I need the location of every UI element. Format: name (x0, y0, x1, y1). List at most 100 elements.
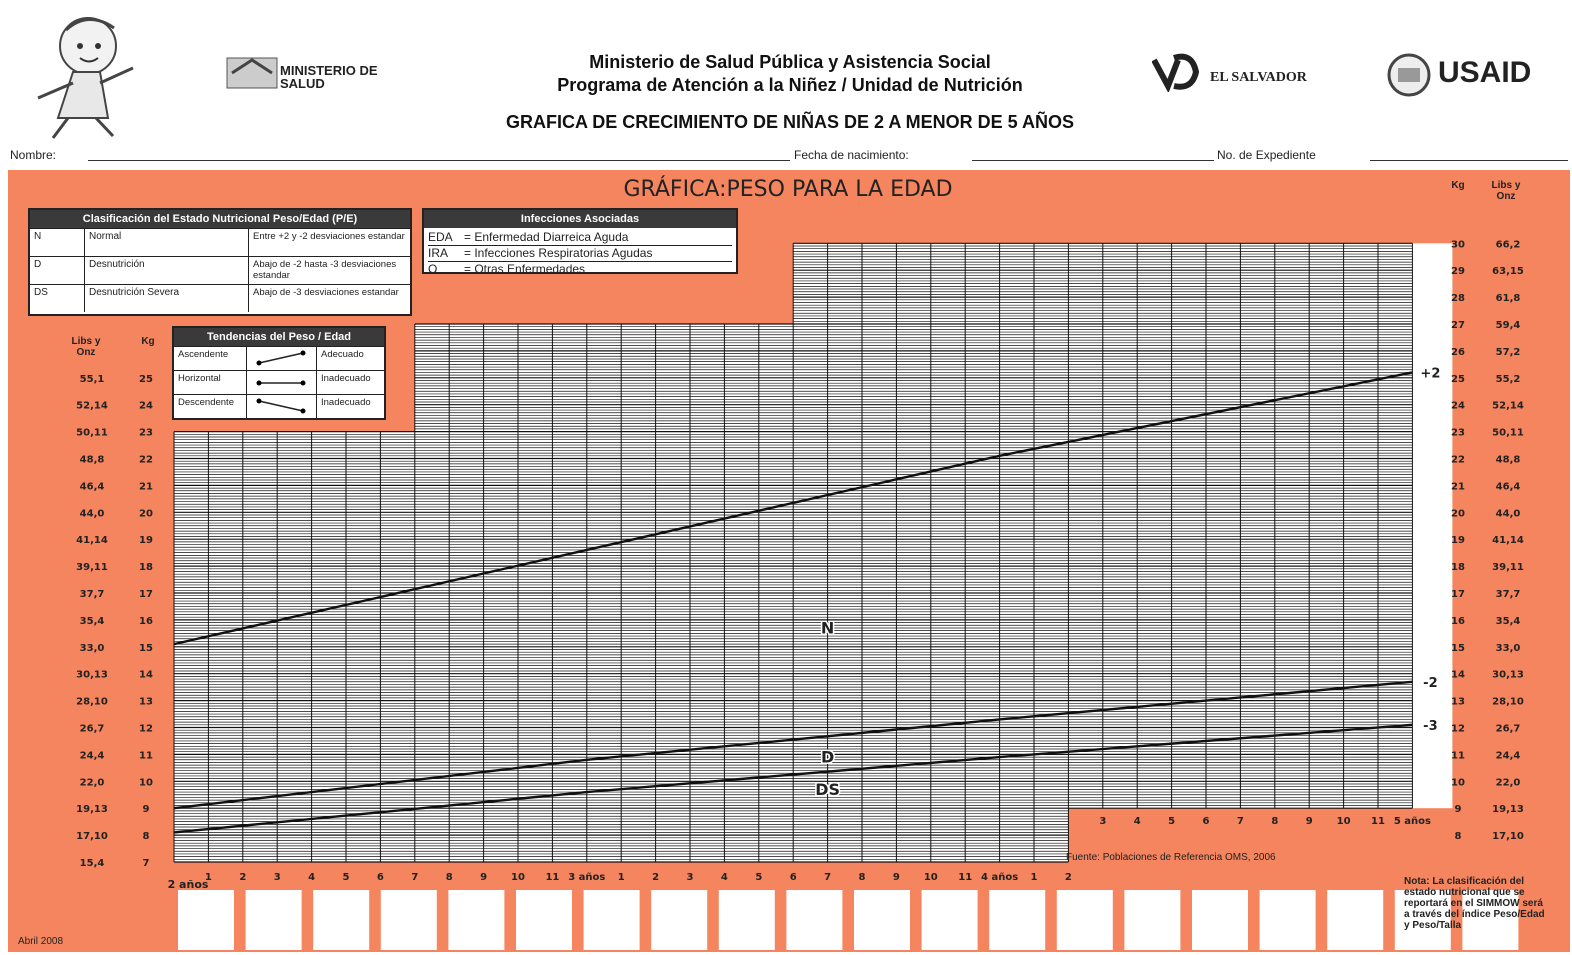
y-right-lb-label: 24,4 (1496, 750, 1521, 761)
classification-code: D (34, 259, 42, 270)
classification-heading: Clasificación del Estado Nutricional Pes… (30, 210, 410, 228)
x-tick-label-upper: 7 (1237, 816, 1244, 827)
trend-horizontal-icon (246, 371, 316, 394)
x-tick-label: 5 (755, 872, 762, 883)
ministerio-logo: MINISTERIO DE SALUD (222, 48, 392, 102)
infection-code: IRA (428, 246, 449, 260)
month-record-box (786, 890, 843, 950)
x-tick-label-upper: 3 (1099, 816, 1106, 827)
trends-heading: Tendencias del Peso / Edad (174, 328, 384, 346)
y-right-kg-label: 30 (1451, 239, 1465, 250)
infection-row: IRA = Infecciones Respiratorias Agudas (428, 245, 732, 261)
y-right-kg-label: 27 (1451, 320, 1465, 331)
y-left-lb-label: 39,11 (76, 562, 108, 573)
y-right-lb-label: 33,0 (1496, 643, 1521, 654)
y-right-kg-label: 11 (1451, 750, 1465, 761)
classification-code: DS (34, 287, 48, 298)
classification-name: Desnutrición (84, 257, 248, 284)
classification-name: Normal (84, 229, 248, 256)
x-start-label: 2 años (168, 878, 209, 891)
series-line (173, 371, 1413, 646)
zone-label: DS (815, 780, 840, 799)
x-tick-label-upper: 10 (1337, 816, 1351, 827)
x-tick-label: 4 (308, 872, 315, 883)
x-tick-label: 1 (1031, 872, 1038, 883)
y-left-lb-label: 15,4 (80, 858, 105, 869)
y-right-kg-label: 22 (1451, 455, 1465, 466)
expediente-label: No. de Expediente (1217, 148, 1316, 162)
trend-descending-icon (246, 395, 316, 418)
month-record-box (245, 890, 302, 950)
month-record-box (1327, 890, 1384, 950)
x-tick-label: 4 años (981, 872, 1018, 883)
month-record-box (989, 890, 1046, 950)
y-right-lb-label: 30,13 (1492, 670, 1524, 681)
x-tick-label: 9 (893, 872, 900, 883)
y-right-kg-label: 10 (1451, 777, 1465, 788)
child-mascot-icon (37, 17, 134, 139)
month-record-box (718, 890, 775, 950)
infection-desc: = Otras Enfermedades (464, 262, 586, 276)
y-right-kg-label: 9 (1455, 804, 1462, 815)
ministerio-emblem-icon (226, 57, 278, 89)
trend-name: Ascendente (178, 349, 229, 360)
y-right-kg-label: 8 (1455, 831, 1462, 842)
y-right-lb-label: 55,2 (1496, 374, 1521, 385)
nutrition-note: Nota: La clasificación del estado nutric… (1404, 876, 1545, 931)
month-record-box (313, 890, 370, 950)
x-tick-label-upper: 6 (1203, 816, 1210, 827)
fecha-field[interactable] (972, 160, 1214, 161)
expediente-field[interactable] (1370, 160, 1568, 161)
month-record-box (1259, 890, 1316, 950)
y-left-lb-label: 48,8 (80, 455, 105, 466)
y-right-kg-label: 20 (1451, 508, 1465, 519)
zone-label: N (821, 618, 834, 637)
y-right-lb-label: 50,11 (1492, 428, 1524, 439)
classification-row: D Desnutrición Abajo de -2 hasta -3 desv… (30, 256, 410, 284)
y-left-kg-label: 9 (143, 804, 150, 815)
y-left-kg-label: 19 (139, 535, 153, 546)
grid-right-strip (1412, 243, 1453, 809)
x-tick-label: 6 (790, 872, 797, 883)
y-left-kg-label: 11 (139, 750, 153, 761)
nombre-field[interactable] (88, 160, 790, 161)
y-left-kg-label: 8 (143, 831, 150, 842)
y-left-kg-label: 10 (139, 777, 153, 788)
x-tick-label: 3 años (568, 872, 605, 883)
month-record-box (1394, 890, 1451, 950)
x-tick-label-upper: 4 (1134, 816, 1141, 827)
month-record-box (854, 890, 910, 950)
y-left-lb-label: 28,10 (76, 697, 108, 708)
x-tick-label-upper: 5 (1168, 816, 1175, 827)
y-left-lb-label: 17,10 (76, 831, 108, 842)
patient-fields: Nombre: Fecha de nacimiento: No. de Expe… (10, 146, 1568, 166)
y-right-kg-label: 29 (1451, 266, 1465, 277)
series-line (173, 723, 1413, 834)
y-left-lb-label: 41,14 (76, 535, 108, 546)
y-right-lb-label: 26,7 (1496, 724, 1521, 735)
usaid-seal-icon (1387, 53, 1431, 97)
classification-name: Desnutrición Severa (84, 285, 248, 312)
y-right-kg-label: 24 (1451, 401, 1465, 412)
x-tick-label: 10 (924, 872, 938, 883)
y-right-lb-label: 52,14 (1492, 401, 1524, 412)
trend-name: Horizontal (178, 373, 221, 384)
y-left-kg-label: 7 (143, 858, 150, 869)
infections-heading: Infecciones Asociadas (424, 210, 736, 228)
trend-name: Descendente (178, 397, 234, 408)
child-mascot-logo (18, 8, 148, 143)
month-record-box (583, 890, 640, 950)
right-unit-kg: Kg (1451, 180, 1465, 191)
y-right-kg-label: 12 (1451, 724, 1465, 735)
x-tick-label: 11 (545, 872, 559, 883)
infection-code: O (428, 262, 438, 276)
month-record-box (1462, 890, 1519, 950)
y-right-lb-label: 63,15 (1492, 266, 1524, 277)
el-salvador-emblem-icon (1152, 53, 1200, 92)
classification-desc: Abajo de -3 desviaciones estandar (248, 285, 410, 312)
y-right-lb-label: 19,13 (1492, 804, 1524, 815)
x-tick-label: 3 (274, 872, 281, 883)
infection-desc: = Infecciones Respiratorias Agudas (464, 246, 653, 260)
y-right-kg-label: 15 (1451, 643, 1465, 654)
